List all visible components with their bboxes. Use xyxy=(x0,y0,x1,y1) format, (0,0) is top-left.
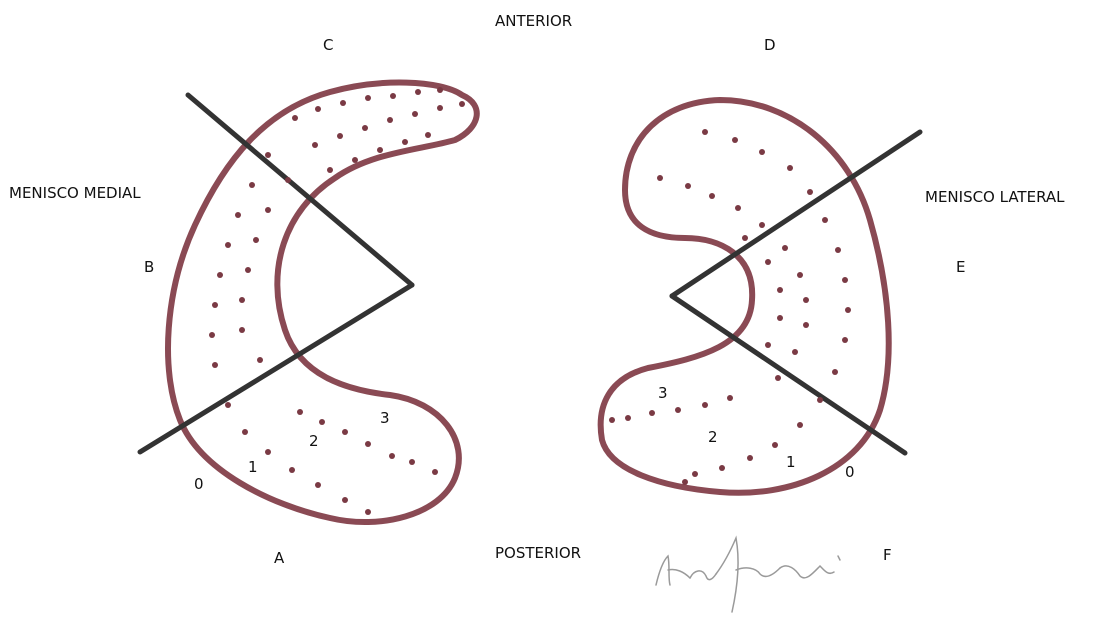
region-letter-a: A xyxy=(274,551,284,566)
medial-dotted-zone-lines xyxy=(209,87,465,515)
lateral-meniscus-outline xyxy=(601,100,889,493)
region-letter-e: E xyxy=(956,260,965,275)
lateral-zone-number: 3 xyxy=(658,386,668,401)
region-letter-d: D xyxy=(764,38,776,53)
medial-zone-number: 2 xyxy=(309,434,319,449)
lateral-meniscus-label: MENISCO LATERAL xyxy=(925,190,1065,205)
region-letter-f: F xyxy=(883,548,892,563)
lateral-zone-number: 1 xyxy=(786,455,796,470)
medial-zone-number: 1 xyxy=(248,460,258,475)
signature-scribble xyxy=(656,538,840,612)
medial-posterior-division-line xyxy=(140,285,412,452)
lateral-dotted-zone-lines xyxy=(609,129,851,485)
medial-anterior-division-line xyxy=(188,95,412,285)
region-letter-c: C xyxy=(323,38,333,53)
lateral-zone-number: 2 xyxy=(708,430,718,445)
lateral-posterior-division-line xyxy=(672,296,905,453)
region-letter-b: B xyxy=(144,260,154,275)
medial-zone-number: 3 xyxy=(380,411,390,426)
medial-meniscus-label: MENISCO MEDIAL xyxy=(9,186,141,201)
posterior-heading: POSTERIOR xyxy=(495,546,581,561)
medial-zone-number: 0 xyxy=(194,477,204,492)
anterior-heading: ANTERIOR xyxy=(495,14,572,29)
lateral-zone-number: 0 xyxy=(845,465,855,480)
